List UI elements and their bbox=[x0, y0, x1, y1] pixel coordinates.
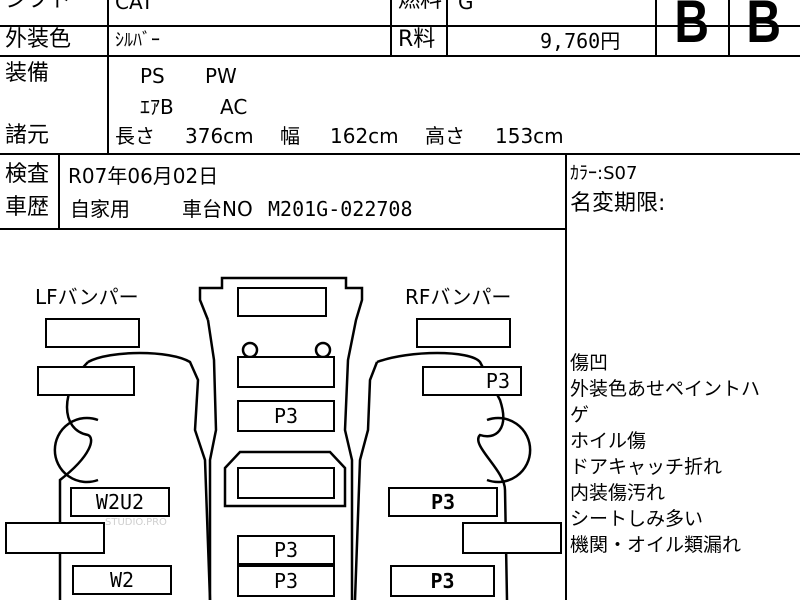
note-line: ホイル傷 bbox=[570, 430, 647, 452]
left-front-door-mark: W2U2 bbox=[70, 487, 170, 517]
panel-box bbox=[462, 522, 562, 554]
chassis-label: 車台NO bbox=[182, 197, 253, 221]
car-body-outline bbox=[206, 319, 218, 600]
panel-box bbox=[5, 522, 105, 554]
inspection-label: 検査 bbox=[5, 162, 50, 187]
rule bbox=[0, 153, 800, 155]
headlight-icon bbox=[241, 341, 259, 359]
color-label: 外装色 bbox=[5, 27, 72, 52]
left-rear-door-mark: W2 bbox=[72, 565, 172, 595]
roof-mark-1: P3 bbox=[237, 535, 335, 565]
exterior-grade: B bbox=[674, 0, 710, 55]
rf-bumper-label: RFバンパー bbox=[405, 285, 512, 309]
panel-box bbox=[37, 366, 135, 396]
width-value: 162cm bbox=[330, 124, 399, 148]
rule bbox=[728, 0, 730, 55]
row1-value: CAT bbox=[115, 0, 154, 14]
panel-box bbox=[45, 318, 140, 348]
color-value: ｼﾙﾊﾞｰ bbox=[115, 30, 160, 51]
title-expiry-label: 名変期限: bbox=[570, 191, 666, 216]
width-label: 幅 bbox=[280, 124, 300, 148]
left-side-outline bbox=[87, 351, 212, 600]
recycle-label: R料 bbox=[398, 27, 436, 52]
rule bbox=[107, 0, 109, 153]
wheel-icon bbox=[53, 416, 99, 484]
fuel-value: G bbox=[458, 0, 474, 14]
windshield-outline bbox=[223, 450, 347, 508]
panel-box bbox=[237, 287, 327, 317]
panel-box bbox=[416, 318, 511, 348]
length-label: 長さ bbox=[115, 124, 155, 148]
right-side-outline bbox=[376, 351, 509, 600]
fuel-label: 燃料 bbox=[398, 0, 443, 13]
car-body-outline bbox=[198, 276, 364, 600]
history-value: 自家用 bbox=[70, 197, 130, 221]
row1-label: シフト bbox=[5, 0, 72, 13]
rule bbox=[58, 153, 60, 228]
panel-box bbox=[237, 356, 335, 388]
panel-box bbox=[237, 467, 335, 499]
rule bbox=[565, 153, 567, 600]
note-line: 傷凹 bbox=[570, 352, 609, 374]
height-value: 153cm bbox=[495, 124, 564, 148]
rule bbox=[390, 0, 392, 55]
interior-grade: B bbox=[746, 0, 782, 55]
note-line: 外装色あせペイントハ bbox=[570, 378, 761, 400]
inspection-notes: 傷凹 外装色あせペイントハ ゲ ホイル傷 ドアキャッチ折れ 内装傷汚れ シートし… bbox=[570, 350, 798, 558]
roof-mark-2: P3 bbox=[237, 565, 335, 597]
recycle-value: 9,760円 bbox=[540, 29, 621, 53]
note-line: ゲ bbox=[570, 404, 590, 426]
height-label: 高さ bbox=[425, 124, 465, 148]
equipment-item: PW bbox=[205, 64, 237, 88]
rule bbox=[655, 0, 657, 55]
equipment-label: 装備 bbox=[5, 61, 50, 86]
equipment-item: AC bbox=[220, 95, 248, 119]
chassis-value: M201G-022708 bbox=[268, 197, 413, 221]
rf-fender-mark: P3 bbox=[422, 366, 522, 396]
rule bbox=[446, 0, 448, 55]
rule bbox=[0, 25, 800, 27]
note-line: 内装傷汚れ bbox=[570, 482, 666, 504]
color-code: ｶﾗｰ:S07 bbox=[570, 163, 638, 184]
note-line: ドアキャッチ折れ bbox=[570, 456, 723, 478]
lf-bumper-label: LFバンパー bbox=[35, 285, 139, 309]
right-rear-door-mark: P3 bbox=[390, 565, 495, 597]
right-front-door-mark: P3 bbox=[388, 487, 498, 517]
specs-label: 諸元 bbox=[5, 123, 50, 148]
history-label: 車歴 bbox=[5, 195, 50, 220]
note-line: 機関・オイル類漏れ bbox=[570, 534, 742, 556]
right-side-outline bbox=[353, 361, 379, 600]
hood-mark: P3 bbox=[237, 400, 335, 432]
equipment-item: PS bbox=[140, 64, 165, 88]
rule bbox=[0, 228, 565, 230]
note-line: シートしみ多い bbox=[570, 508, 704, 530]
watermark: STUDIO.PRO bbox=[105, 517, 167, 528]
length-value: 376cm bbox=[185, 124, 254, 148]
rule bbox=[0, 55, 800, 57]
wheel-icon bbox=[486, 416, 532, 484]
headlight-icon bbox=[314, 341, 332, 359]
inspection-value: R07年06月02日 bbox=[68, 164, 219, 188]
equipment-item: ｴｱB bbox=[140, 95, 174, 119]
